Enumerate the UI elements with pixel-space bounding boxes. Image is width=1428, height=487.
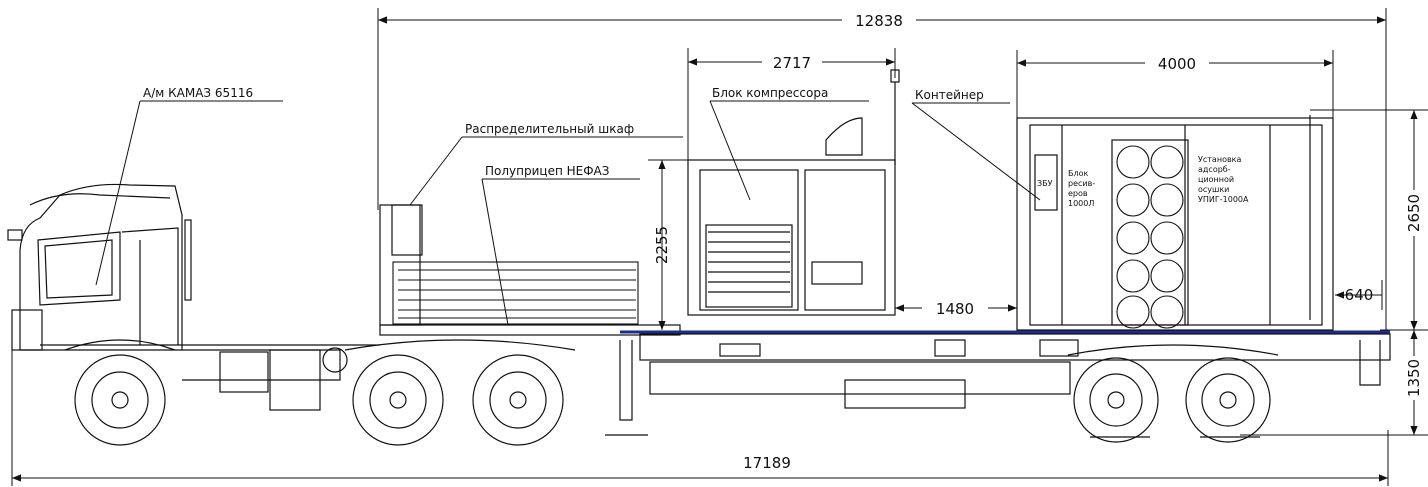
label-zbu: ЗБУ (1037, 179, 1053, 188)
label-dryer-4: УПИГ-1000А (1198, 195, 1249, 204)
dim-2255: 2255 (653, 226, 671, 264)
label-receivers-1: ресив- (1068, 179, 1095, 188)
wheel-front (74, 354, 166, 446)
dim-640: 640 (1345, 286, 1374, 304)
cylinder-rack (392, 261, 639, 325)
dim-12838: 12838 (855, 12, 903, 30)
label-cabinet: Распределительный шкаф (465, 122, 634, 136)
dim-1480: 1480 (936, 300, 974, 318)
wheel-drive-1 (352, 354, 444, 446)
compressor-block (687, 69, 900, 316)
label-dryer-2: ционной (1198, 175, 1234, 184)
callout-labels: А/м КАМАЗ 65116 Распределительный шкаф П… (143, 86, 984, 178)
dim-2650: 2650 (1405, 194, 1423, 232)
semitrailer-frame (379, 324, 1391, 436)
dim-2717: 2717 (773, 54, 811, 72)
label-receivers-0: Блок (1068, 169, 1088, 178)
callouts (95, 100, 1041, 326)
wheel-trailer-1 (1073, 357, 1159, 443)
dimension-lines (11, 8, 1428, 486)
receiver-cylinders (1116, 145, 1184, 329)
dim-17189: 17189 (743, 454, 791, 472)
dimension-labels: 12838 2717 4000 17189 1480 640 2255 2650… (653, 10, 1423, 472)
wheels (64, 339, 1279, 446)
dim-4000: 4000 (1158, 55, 1196, 73)
container-labels: ЗБУ Блок ресив- еров 1000Л Установка адс… (1037, 155, 1249, 208)
wheel-drive-2 (472, 354, 564, 446)
label-dryer-3: осушки (1198, 185, 1229, 194)
wheel-trailer-2 (1185, 357, 1271, 443)
label-dryer-1: адсорб- (1198, 165, 1231, 174)
label-receivers-2: еров (1068, 189, 1088, 198)
label-receivers-3: 1000Л (1068, 199, 1094, 208)
truck-kamaz (7, 183, 380, 411)
label-compressor: Блок компрессора (712, 86, 828, 100)
label-semitrailer: Полуприцеп НЕФАЗ (485, 164, 609, 178)
dim-1350: 1350 (1405, 359, 1423, 397)
distribution-cabinet (379, 204, 423, 326)
label-container: Контейнер (915, 88, 984, 102)
label-truck: А/м КАМАЗ 65116 (143, 86, 253, 100)
label-dryer-0: Установка (1198, 155, 1242, 164)
